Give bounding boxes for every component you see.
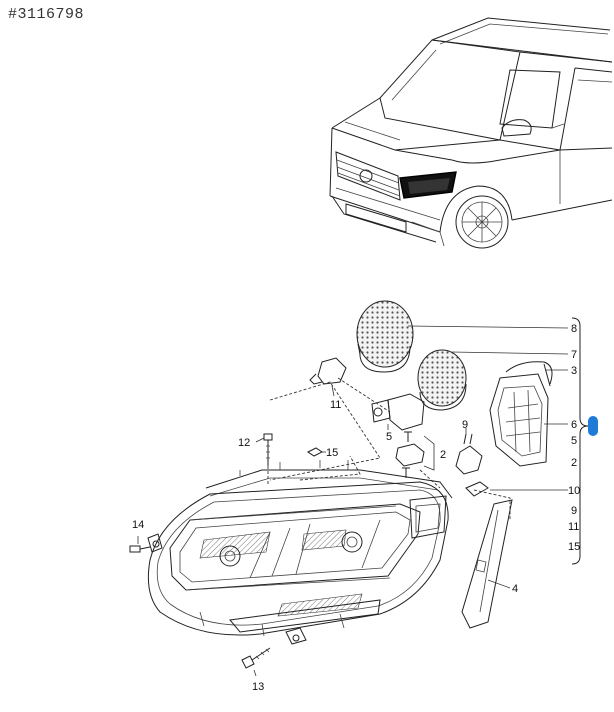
part-9-bulb <box>455 428 483 475</box>
callout-11: 11 <box>330 399 341 411</box>
list-label-11: 11 <box>568 521 579 533</box>
list-label-5: 5 <box>571 435 577 447</box>
list-label-7: 7 <box>571 349 577 361</box>
callout-14: 14 <box>132 519 144 531</box>
callout-4: 4 <box>512 583 518 595</box>
part-14-screw <box>129 536 151 553</box>
list-label-10: 10 <box>568 485 580 497</box>
part-10-socket <box>465 481 568 497</box>
hotspot-marker[interactable] <box>588 416 598 436</box>
list-label-15: 15 <box>568 541 580 553</box>
part-8-cover-cap <box>356 300 569 373</box>
headlight-assembly <box>147 460 453 645</box>
part-2-connector <box>395 431 435 478</box>
list-label-6: 6 <box>571 419 577 431</box>
part-12-screw <box>255 433 273 466</box>
part-15-clip <box>307 447 326 457</box>
callout-5: 5 <box>386 431 392 443</box>
callout-9: 9 <box>462 419 468 431</box>
callout-labels: 8 7 3 6 5 2 10 9 11 15 11 5 9 2 12 15 14… <box>132 323 580 693</box>
part-3-wire-clip <box>505 361 568 387</box>
callout-15: 15 <box>326 447 338 459</box>
part-6-housing-cover <box>489 373 568 467</box>
van-illustration <box>329 17 613 249</box>
part-11-bulb <box>309 357 347 397</box>
part-5-actuator <box>371 393 425 431</box>
list-label-3: 3 <box>571 365 577 377</box>
list-label-8: 8 <box>571 323 577 335</box>
callout-12: 12 <box>238 437 250 449</box>
part-13-screw <box>241 647 271 677</box>
callout-13: 13 <box>252 681 264 693</box>
list-label-2: 2 <box>571 457 577 469</box>
callout-2: 2 <box>440 449 446 461</box>
diagram-id: #3116798 <box>8 6 85 23</box>
list-label-9: 9 <box>571 505 577 517</box>
part-4-trim-strip <box>461 499 513 629</box>
